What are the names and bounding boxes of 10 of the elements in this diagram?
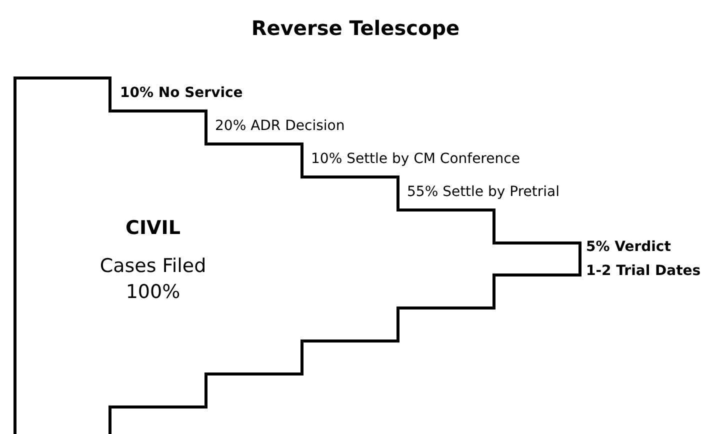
step-label: 10% No Service bbox=[120, 84, 243, 102]
step-label: 1-2 Trial Dates bbox=[586, 262, 701, 280]
step-label: 5% Verdict bbox=[586, 238, 671, 256]
diagram-title: Reverse Telescope bbox=[250, 16, 461, 40]
node-text: Cases Filed 100% bbox=[98, 254, 208, 305]
step-label: 10% Settle by CM Conference bbox=[311, 150, 520, 168]
stepped-outline bbox=[13, 76, 583, 434]
node-heading: CIVIL bbox=[124, 216, 182, 240]
step-label: 55% Settle by Pretrial bbox=[407, 183, 560, 201]
step-label: 20% ADR Decision bbox=[215, 117, 345, 135]
